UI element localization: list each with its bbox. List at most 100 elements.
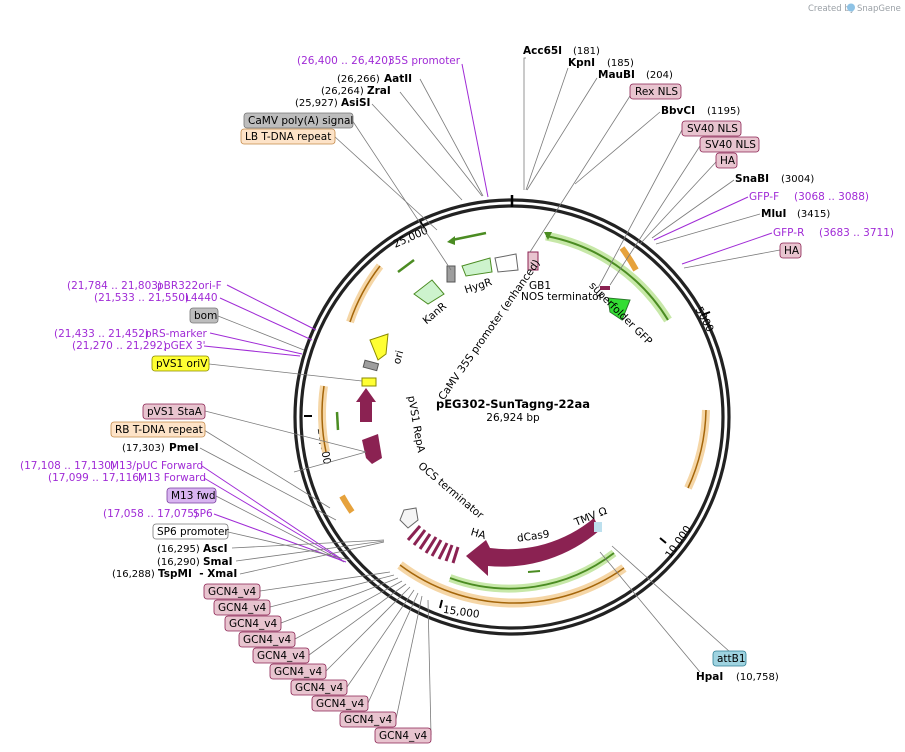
dcas9-arrow bbox=[466, 518, 600, 576]
gcn4-feature-box bbox=[374, 727, 432, 744]
site-mlui-name: MluI bbox=[761, 208, 786, 220]
lead-pbr322ori bbox=[226, 284, 317, 331]
orange-arc-left-mid-line bbox=[321, 385, 327, 453]
snapgene-logo-icon bbox=[847, 3, 855, 12]
gcn4-leader-line bbox=[427, 599, 432, 736]
primer-prs-name: pRS-marker bbox=[145, 328, 208, 340]
feature-arcs bbox=[318, 231, 710, 608]
primer-sp6-range: (17,058 .. 17,075) bbox=[103, 508, 198, 520]
primer-gfp-f-range: (3068 .. 3088) bbox=[794, 191, 869, 203]
lead-l4440 bbox=[219, 297, 313, 341]
lead-m13puc bbox=[201, 465, 341, 559]
lead-xmai bbox=[239, 541, 385, 575]
site-aatii-pos: (26,266) bbox=[337, 74, 380, 85]
label-kanr: KanR bbox=[421, 300, 449, 327]
lead-asci bbox=[231, 539, 385, 549]
gcn4-leader-line bbox=[346, 589, 415, 688]
plasmid-title-block: pEG302-SunTagng-22aa 26,924 bp bbox=[436, 397, 590, 424]
lead-pvs1-staa bbox=[204, 410, 367, 473]
gcn4-leader-line bbox=[294, 580, 403, 640]
lead-snabi bbox=[651, 179, 735, 239]
site-hpai-name: HpaI bbox=[696, 671, 723, 683]
orange-arc-left-top-line bbox=[349, 265, 381, 323]
primer-m13fwd-range: (17,099 .. 17,116) bbox=[48, 472, 143, 484]
lead-asisi bbox=[371, 103, 463, 201]
ruler-tick-15000 bbox=[439, 599, 443, 609]
ruler-tick-25000 bbox=[419, 220, 425, 229]
primer-m13puc-range: (17,108 .. 17,130) bbox=[20, 460, 115, 472]
gcn4-feature-label: GCN4_v4 bbox=[379, 730, 427, 742]
label-ori: ori bbox=[391, 349, 406, 365]
site-zrai-name: ZraI bbox=[367, 85, 391, 97]
gcn4-feature-box bbox=[311, 695, 369, 712]
primer-prs-range: (21,433 .. 21,452) bbox=[54, 328, 149, 340]
feature-camv-polya-box bbox=[243, 112, 354, 129]
gcn4-feature-box bbox=[252, 647, 310, 664]
site-aatii-name: AatII bbox=[384, 73, 412, 85]
site-maubi-name: MauBI bbox=[598, 69, 635, 81]
sfgfp-arrowhead-icon bbox=[544, 232, 552, 240]
gb1-box bbox=[494, 253, 519, 273]
ruler-label-25000: 25,000 bbox=[391, 225, 429, 251]
primer-gfp-r-name: GFP-R bbox=[773, 227, 804, 239]
pvs1-staa-arrow bbox=[362, 434, 382, 464]
plasmid-size: 26,924 bp bbox=[486, 412, 540, 424]
sfgfp-arrow bbox=[607, 297, 631, 321]
orange-arc-right-line bbox=[687, 409, 707, 489]
ruler-label-5000: 5000 bbox=[693, 305, 716, 334]
label-gb1: GB1 bbox=[529, 280, 551, 292]
lead-m13fwd-primer bbox=[203, 477, 343, 561]
feature-lb-tdna: LB T-DNA repeat bbox=[245, 131, 331, 143]
credit-brand: SnapGene bbox=[857, 4, 901, 14]
site-bbvci-name: BbvCI bbox=[661, 105, 695, 117]
sv40-nls-mark bbox=[600, 286, 610, 290]
gcn4-leader-line bbox=[259, 571, 391, 592]
feature-attb1-box bbox=[712, 650, 747, 667]
feature-rb-tdna-box bbox=[110, 421, 206, 438]
feature-m13fwd-box bbox=[166, 487, 217, 504]
gcn4-feature-label: GCN4_v4 bbox=[257, 650, 305, 662]
lead-ha-2 bbox=[683, 249, 781, 269]
primer-35s-range: (26,400 .. 26,420) bbox=[297, 55, 392, 67]
lead-bom bbox=[217, 315, 305, 351]
gcn4-feature-box bbox=[238, 631, 296, 648]
label-ha-inner: HA bbox=[469, 526, 488, 542]
primer-35s-name: 35S promoter bbox=[388, 55, 461, 67]
gcn4-feature-label: GCN4_v4 bbox=[229, 618, 277, 630]
gcn4-feature-label: GCN4_v4 bbox=[218, 602, 266, 614]
gcn4-feature-label: GCN4_v4 bbox=[344, 714, 392, 726]
feature-sp6-promoter: SP6 promoter bbox=[157, 526, 229, 538]
gcn4-feature-label: GCN4_v4 bbox=[274, 666, 322, 678]
feature-ha-1-box bbox=[715, 152, 738, 169]
lead-gfp-f bbox=[653, 196, 749, 241]
gcn4-feature-label: GCN4_v4 bbox=[295, 682, 343, 694]
site-smai-name: SmaI bbox=[203, 556, 233, 568]
lead-kpni bbox=[525, 67, 569, 191]
gcn4-leader-line bbox=[325, 586, 411, 672]
feature-ha-2: HA bbox=[784, 245, 800, 257]
orange-arc-top bbox=[619, 246, 639, 272]
green-arc-bottom-line bbox=[449, 552, 615, 590]
feature-sv40-nls-1-box bbox=[681, 120, 742, 137]
label-hygr: HygR bbox=[463, 276, 493, 296]
lead-m13fwd-feature bbox=[215, 495, 345, 563]
pvs1-oriv-box bbox=[361, 377, 377, 387]
lead-zrai bbox=[399, 91, 483, 197]
site-snabi-pos: (3004) bbox=[781, 174, 814, 185]
camv-polya-box bbox=[446, 265, 456, 283]
feature-bom: bom bbox=[194, 310, 217, 322]
sfgfp-arc bbox=[545, 235, 669, 321]
feature-pvs1-oriv-box bbox=[151, 355, 210, 372]
feature-pvs1-staa: pVS1 StaA bbox=[147, 406, 203, 418]
ruler-label-15000: 15,000 bbox=[442, 604, 480, 621]
nos-terminator-box bbox=[527, 251, 539, 271]
gcn4-labels: GCN4_v4GCN4_v4GCN4_v4GCN4_v4GCN4_v4GCN4_… bbox=[203, 571, 432, 744]
primer-l4440-name: L4440 bbox=[185, 292, 218, 304]
label-dcas9: dCas9 bbox=[516, 528, 550, 544]
green-dash-top-arrow-icon bbox=[447, 236, 455, 245]
gcn4-feature-label: GCN4_v4 bbox=[243, 634, 291, 646]
feature-m13fwd: M13 fwd bbox=[171, 490, 216, 502]
tmv-omega-box bbox=[594, 522, 602, 532]
lead-sp6-promoter bbox=[227, 531, 351, 561]
site-acc65i-name: Acc65I bbox=[523, 45, 562, 57]
